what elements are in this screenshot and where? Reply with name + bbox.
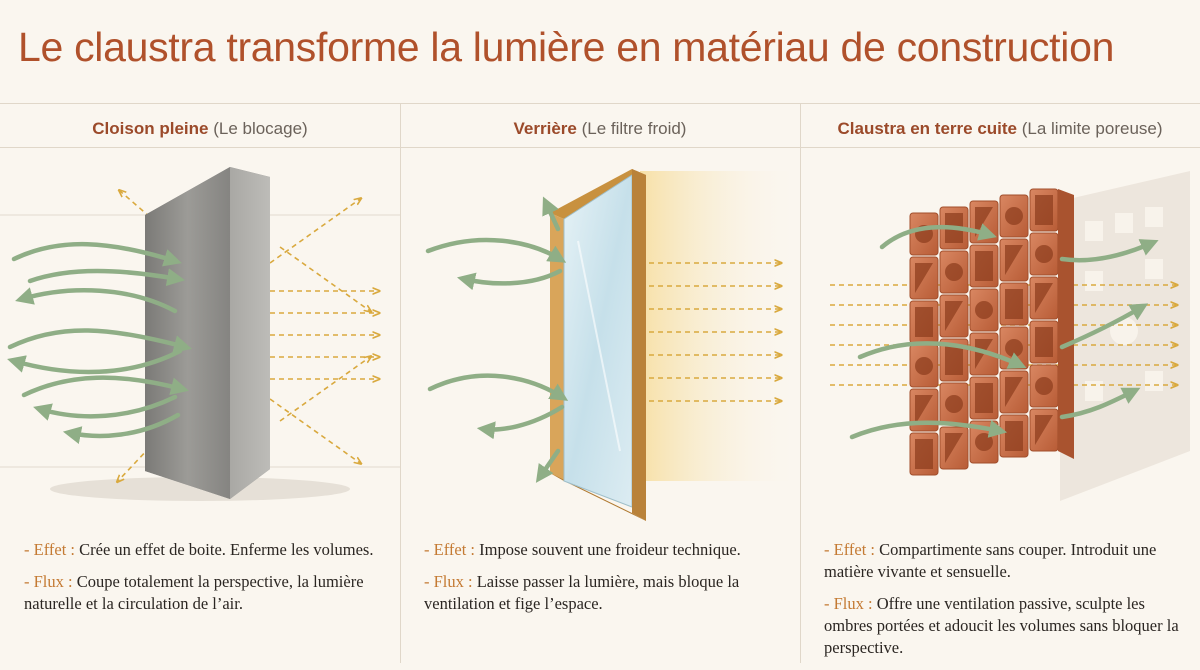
block-opening bbox=[945, 345, 963, 375]
flux-text: Laisse passer la lumière, mais bloque la… bbox=[424, 572, 740, 613]
effet-paragraph: - Effet : Impose souvent une froideur te… bbox=[424, 539, 794, 561]
flux-text: Offre une ventilation passive, sculpte l… bbox=[824, 594, 1179, 657]
block-opening bbox=[945, 301, 963, 331]
block-opening bbox=[1005, 289, 1023, 319]
effet-text: Crée un effet de boite. Enferme les volu… bbox=[79, 540, 374, 559]
heading-sub: (La limite poreuse) bbox=[1021, 119, 1163, 138]
block-opening bbox=[1005, 421, 1023, 451]
block-opening bbox=[1035, 327, 1053, 357]
heading-main: Claustra en terre cuite bbox=[837, 119, 1017, 138]
effet-label: - Effet : bbox=[24, 540, 76, 559]
glass-wall-illustration bbox=[425, 169, 800, 521]
effet-paragraph: - Effet : Crée un effet de boite. Enferm… bbox=[24, 539, 394, 561]
block-opening bbox=[975, 433, 993, 451]
block-opening bbox=[915, 307, 933, 337]
effet-text: Impose souvent une froideur technique. bbox=[479, 540, 741, 559]
top-rule bbox=[0, 103, 1200, 104]
block-opening bbox=[945, 263, 963, 281]
effet-label: - Effet : bbox=[824, 540, 876, 559]
block-opening bbox=[1035, 195, 1053, 225]
terracotta-blocks bbox=[909, 188, 1074, 476]
block-opening bbox=[975, 301, 993, 319]
claustra-side bbox=[1058, 189, 1074, 459]
panel-claustra: Claustra en terre cuite (La limite poreu… bbox=[800, 103, 1200, 670]
heading-main: Verrière bbox=[513, 119, 577, 138]
header-rule bbox=[0, 147, 1200, 148]
block-opening bbox=[915, 395, 933, 425]
panel-cloison-pleine: Cloison pleine (Le blocage) bbox=[0, 103, 400, 670]
claustra-illustration bbox=[830, 171, 1190, 501]
panel-heading: Cloison pleine (Le blocage) bbox=[0, 119, 400, 139]
heading-sub: (Le filtre froid) bbox=[581, 119, 687, 138]
solid-wall-illustration bbox=[0, 167, 400, 501]
block-opening bbox=[1035, 283, 1053, 313]
light-rays bbox=[118, 191, 378, 481]
air-flow-arrows bbox=[849, 223, 1159, 440]
block-opening bbox=[1005, 245, 1023, 275]
block-opening bbox=[1035, 377, 1053, 395]
panel-description: - Effet : Compartimente sans couper. Int… bbox=[824, 539, 1194, 669]
flux-label: - Flux : bbox=[824, 594, 873, 613]
flux-label: - Flux : bbox=[24, 572, 73, 591]
panel-heading: Claustra en terre cuite (La limite poreu… bbox=[800, 119, 1200, 139]
block-opening bbox=[975, 383, 993, 413]
block-opening bbox=[1005, 207, 1023, 225]
block-opening bbox=[1035, 245, 1053, 263]
flux-paragraph: - Flux : Offre une ventilation passive, … bbox=[824, 593, 1194, 659]
effet-paragraph: - Effet : Compartimente sans couper. Int… bbox=[824, 539, 1194, 583]
heading-main: Cloison pleine bbox=[92, 119, 209, 138]
block-opening bbox=[975, 251, 993, 281]
block-opening bbox=[1035, 415, 1053, 445]
effet-label: - Effet : bbox=[424, 540, 476, 559]
block-opening bbox=[945, 433, 963, 463]
page-title: Le claustra transforme la lumière en mat… bbox=[18, 24, 1115, 70]
flux-paragraph: - Flux : Laisse passer la lumière, mais … bbox=[424, 571, 794, 615]
panel-heading: Verrière (Le filtre froid) bbox=[400, 119, 800, 139]
panel-description: - Effet : Crée un effet de boite. Enferm… bbox=[24, 539, 394, 625]
effet-text: Compartimente sans couper. Introduit une… bbox=[824, 540, 1157, 581]
air-flow-arrows bbox=[425, 196, 569, 483]
flux-paragraph: - Flux : Coupe totalement la perspective… bbox=[24, 571, 394, 615]
divider-2 bbox=[800, 103, 801, 663]
flux-text: Coupe totalement la perspective, la lumi… bbox=[24, 572, 364, 613]
air-flow-arrows bbox=[7, 242, 192, 444]
block-opening bbox=[915, 263, 933, 293]
heading-sub: (Le blocage) bbox=[213, 119, 308, 138]
flux-label: - Flux : bbox=[424, 572, 473, 591]
block-opening bbox=[1005, 339, 1023, 357]
panel-description: - Effet : Impose souvent une froideur te… bbox=[424, 539, 794, 625]
block-opening bbox=[915, 357, 933, 375]
panel-verriere: Verrière (Le filtre froid) - Effet bbox=[400, 103, 800, 670]
block-opening bbox=[1005, 377, 1023, 407]
cast-shadow bbox=[1060, 171, 1190, 501]
divider-1 bbox=[400, 103, 401, 663]
block-opening bbox=[915, 439, 933, 469]
block-opening bbox=[945, 395, 963, 413]
